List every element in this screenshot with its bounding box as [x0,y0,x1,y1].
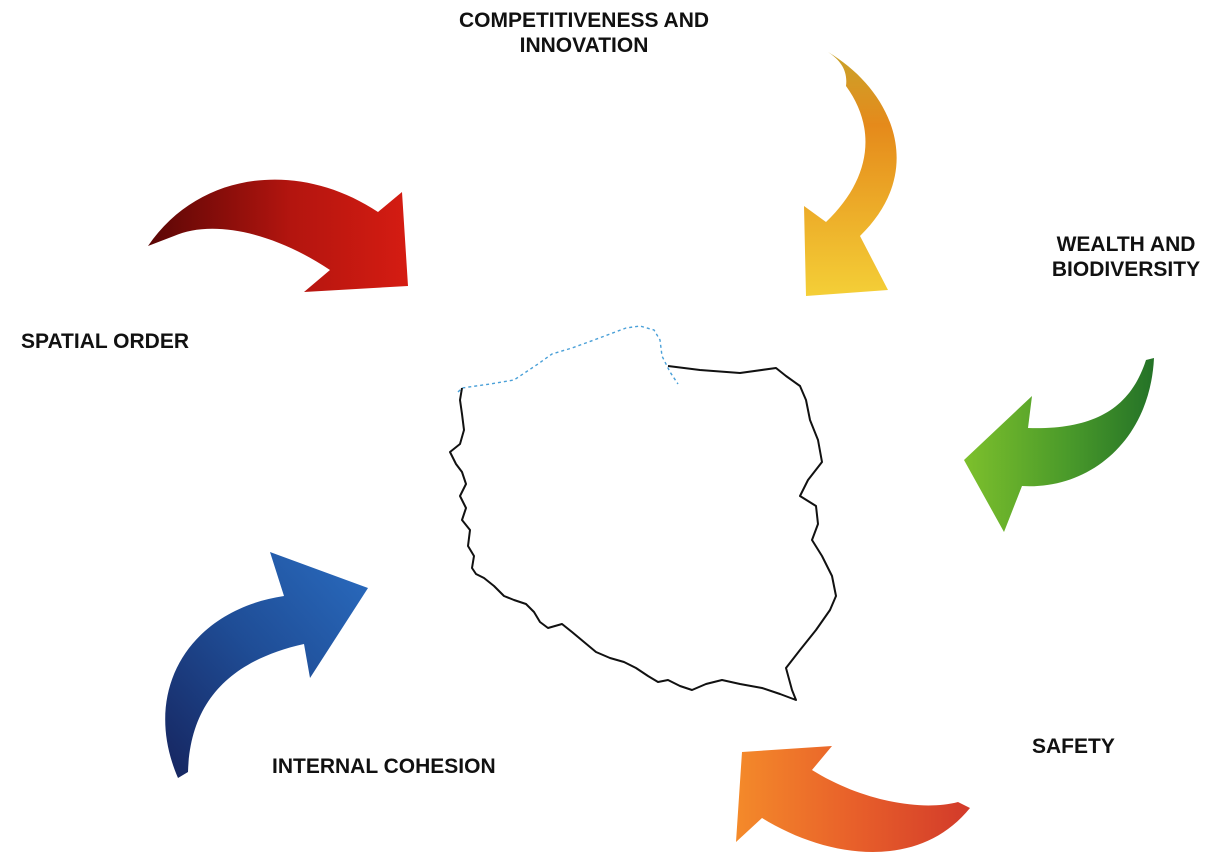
wealth-line-1: WEALTH AND [1056,233,1196,256]
baltic-coastline [457,325,679,393]
internal-cohesion-arrow [165,552,368,778]
spatial-order-arrow [148,179,408,292]
safety-label: SAFETY [1032,735,1115,758]
competitiveness-line-1: COMPETITIVENESS AND [458,9,710,32]
wealth-arrow [964,358,1154,532]
poland-map [449,325,837,701]
spatial-order-label: SPATIAL ORDER [21,330,190,353]
poland-border [449,365,837,701]
competitiveness-line-2: INNOVATION [519,34,649,57]
internal-cohesion-label: INTERNAL COHESION [272,755,496,778]
safety-arrow [736,746,970,852]
wealth-line-2: BIODIVERSITY [1051,258,1201,281]
competitiveness-innovation-label: COMPETITIVENESS AND INNOVATION [414,8,754,58]
wealth-biodiversity-label: WEALTH AND BIODIVERSITY [1026,232,1226,282]
competitiveness-arrow [804,52,897,296]
